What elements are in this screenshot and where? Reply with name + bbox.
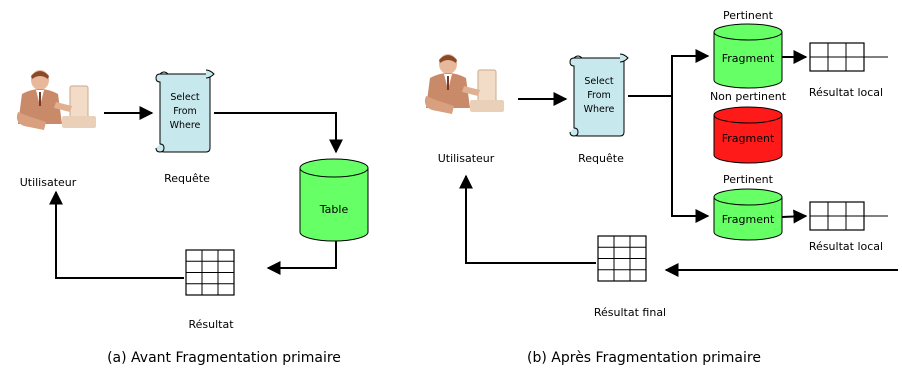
local-result-3-grid-icon xyxy=(809,201,865,231)
fragment-3-cylinder: Fragment xyxy=(713,188,783,241)
final-result-label: Résultat final xyxy=(594,306,666,319)
left-caption: (a) Avant Fragmentation primaire xyxy=(107,350,341,366)
left-query-label: Requête xyxy=(164,172,210,185)
local-result-3-label: Résultat local xyxy=(809,240,883,253)
arrow-final-to-user xyxy=(459,174,596,264)
right-user-label: Utilisateur xyxy=(438,152,495,165)
query-line-select: Select xyxy=(170,92,200,103)
local-result-1-label: Résultat local xyxy=(809,86,883,99)
table-cylinder: Table xyxy=(299,158,369,242)
fragment-2-cylinder: Fragment xyxy=(713,106,783,164)
user-icon xyxy=(16,69,97,131)
query-scroll-icon: Select From Where xyxy=(569,53,629,137)
arrow-fragment-3-to-result xyxy=(781,209,808,224)
query-scroll-icon: Select From Where xyxy=(155,69,215,153)
left-panel: Utilisateur Select From Where Requête Ta… xyxy=(16,69,369,366)
result-grid-icon xyxy=(185,249,235,296)
fragment-2-status: Non pertinent xyxy=(710,90,787,103)
left-result-label: Résultat xyxy=(188,318,234,331)
right-caption: (b) Après Fragmentation primaire xyxy=(527,350,761,366)
query-line-from: From xyxy=(173,106,197,117)
query-line-from: From xyxy=(587,90,611,101)
local-result-1-grid-icon xyxy=(809,42,865,72)
fragment-3-status: Pertinent xyxy=(723,173,774,186)
final-result-grid-icon xyxy=(597,235,647,282)
fragment-1-label: Fragment xyxy=(722,52,775,65)
query-line-select: Select xyxy=(584,76,614,87)
arrow-to-fragment-3 xyxy=(671,96,710,223)
query-line-where: Where xyxy=(170,120,201,131)
user-icon xyxy=(424,53,505,115)
arrow-table-to-result xyxy=(266,241,337,275)
fragment-2-label: Fragment xyxy=(722,132,775,145)
query-line-where: Where xyxy=(584,104,615,115)
right-panel: Utilisateur Select From Where Requête Pe… xyxy=(424,9,898,366)
arrow-to-fragment-1 xyxy=(671,49,710,96)
fragment-1-cylinder: Fragment xyxy=(713,23,783,89)
arrow-query-to-table xyxy=(214,112,343,154)
fragment-1-status: Pertinent xyxy=(723,9,774,22)
left-user-label: Utilisateur xyxy=(20,176,77,189)
table-label: Table xyxy=(319,203,349,216)
right-query-label: Requête xyxy=(578,152,624,165)
arrow-result-to-user xyxy=(49,190,184,279)
fragment-3-label: Fragment xyxy=(722,213,775,226)
